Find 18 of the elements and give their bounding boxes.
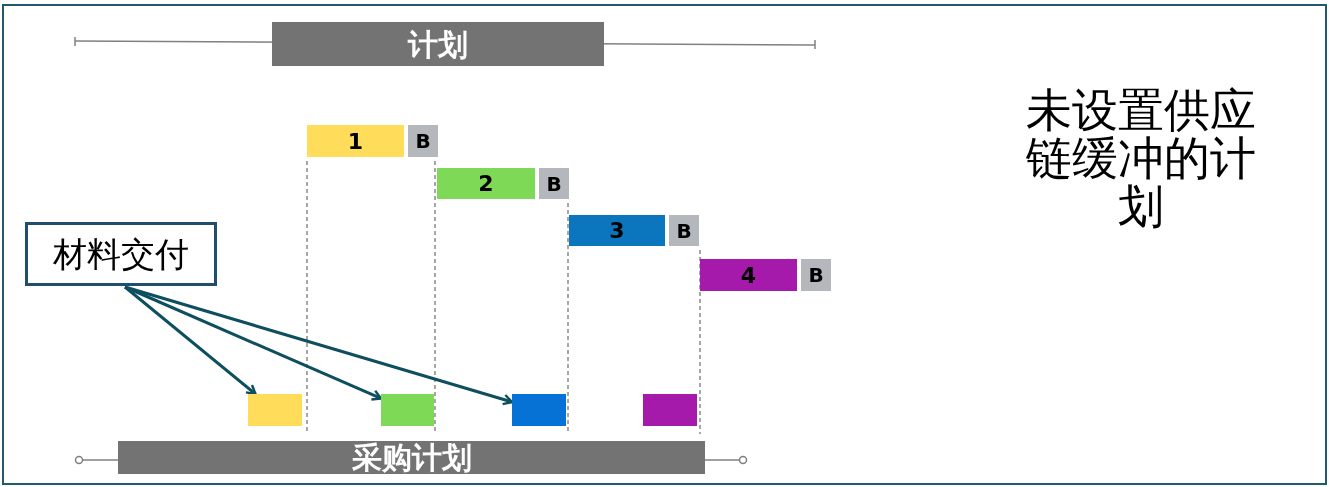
- delivery-bar: [381, 394, 434, 426]
- buffer-block: B: [539, 168, 569, 199]
- task-bar: 4: [700, 259, 797, 291]
- delivery-bar: [512, 394, 566, 426]
- task-bar: 3: [569, 215, 665, 246]
- side-note: 未设置供应链缓冲的计划: [1024, 86, 1257, 230]
- procurement-plan-bar: 采购计划: [118, 441, 705, 474]
- task-bar: 2: [437, 168, 535, 199]
- task-bar: 1: [307, 125, 404, 157]
- label-box: 材料交付: [25, 222, 217, 286]
- arrow: [124, 285, 514, 406]
- buffer-block: B: [801, 259, 831, 291]
- delivery-bar: [643, 394, 697, 426]
- plan-bar: 计划: [272, 22, 604, 66]
- delivery-bar: [248, 394, 302, 426]
- buffer-block: B: [408, 125, 438, 157]
- arrow: [124, 285, 257, 396]
- buffer-block: B: [669, 215, 699, 246]
